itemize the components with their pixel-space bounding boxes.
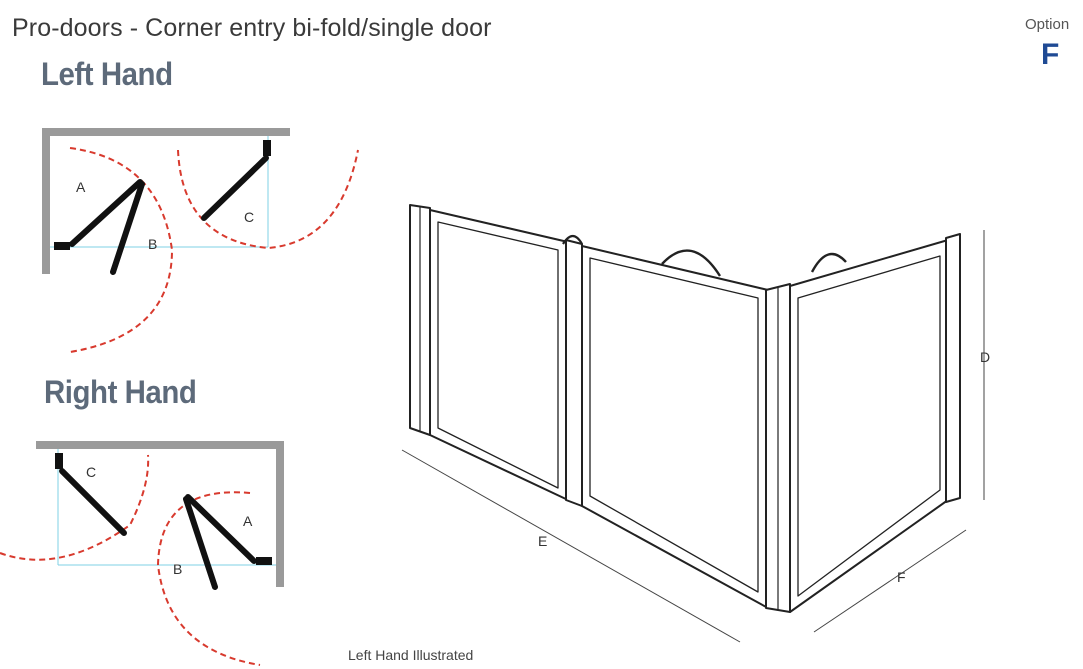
plan-label-a: A	[76, 179, 86, 195]
plan-swing-arc-single	[177, 149, 359, 250]
dimension-line-e	[401, 449, 741, 643]
plan-hinge-block	[256, 557, 272, 565]
plan-hinge-block-c	[55, 453, 63, 469]
plan-label-c: C	[86, 464, 96, 480]
plan-label-c: C	[244, 209, 254, 225]
illustration-caption: Left Hand Illustrated	[348, 647, 474, 663]
plan-single-leaf	[59, 468, 127, 536]
illustration-handle-2	[810, 252, 847, 273]
corner-entry-illustration: D E F	[401, 204, 990, 643]
illustration-hinge-post	[565, 239, 583, 507]
plan-wall-top	[36, 441, 284, 449]
plan-hinge-block	[54, 242, 70, 250]
plan-bifold-leaf-1	[185, 494, 257, 564]
right-hand-heading: Right Hand	[44, 374, 197, 410]
plan-swing-arc-bifold	[156, 491, 261, 666]
plan-bifold-leaf-2	[110, 181, 145, 275]
right-hand-plan-diagram: C A B	[0, 441, 284, 666]
illustration-handle-1	[661, 249, 722, 277]
plan-bifold-leaf-2	[183, 496, 218, 590]
plan-swing-arc-bifold	[69, 147, 174, 353]
dimension-label-f: F	[897, 569, 906, 585]
left-hand-plan-diagram: A B C	[42, 128, 359, 353]
plan-label-b: B	[173, 561, 182, 577]
left-hand-heading: Left Hand	[41, 56, 173, 92]
illustration-post-right	[945, 233, 961, 503]
dimension-label-d: D	[980, 349, 990, 365]
option-label: Option	[1025, 16, 1070, 33]
plan-hinge-block-c	[263, 140, 271, 156]
page-title: Pro-doors - Corner entry bi-fold/single …	[12, 14, 492, 42]
plan-wall-right	[276, 441, 284, 587]
illustration-panel-3	[789, 239, 949, 613]
plan-wall-top	[42, 128, 290, 136]
plan-label-a: A	[243, 513, 253, 529]
option-letter: F	[1041, 38, 1060, 71]
plan-wall-left	[42, 128, 50, 274]
dimension-line-f	[813, 529, 967, 633]
illustration-panel-1	[429, 209, 569, 501]
plan-bifold-leaf-1	[69, 179, 143, 247]
plan-swing-arc-single	[0, 454, 150, 561]
illustration-panel-2	[581, 245, 769, 609]
plan-single-leaf	[201, 155, 269, 221]
plan-label-b: B	[148, 236, 157, 252]
dimension-label-e: E	[538, 533, 547, 549]
